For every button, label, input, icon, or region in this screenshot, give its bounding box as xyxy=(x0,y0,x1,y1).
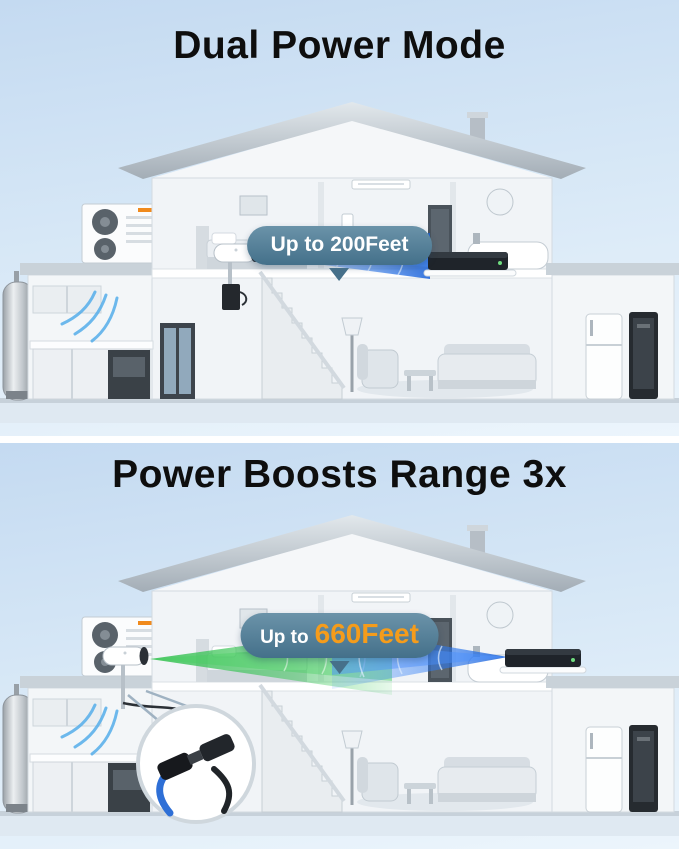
ceiling-vent xyxy=(351,592,411,603)
wall-art xyxy=(239,195,268,216)
scene: Up to 200Feet xyxy=(0,86,679,436)
down-arrow-icon xyxy=(329,268,350,291)
hvac-outdoor-unit xyxy=(81,203,161,264)
coffee-table xyxy=(404,370,436,391)
range-badge-value: 200Feet xyxy=(330,233,409,256)
panel-title: Dual Power Mode xyxy=(173,24,506,67)
ground xyxy=(0,398,679,423)
airflow-arrows xyxy=(60,290,119,343)
armchair xyxy=(357,757,399,802)
scene: Up to 660Feet xyxy=(0,499,679,849)
lower-floor xyxy=(29,270,658,400)
roof xyxy=(118,515,586,592)
power-adapter xyxy=(222,284,240,310)
right-extension-interior xyxy=(585,312,658,400)
living-room xyxy=(341,730,537,811)
panel-power-boosts-range: Power Boosts Range 3x xyxy=(0,443,679,849)
panel-title: Power Boosts Range 3x xyxy=(112,453,567,496)
power-cable xyxy=(211,766,233,814)
staircase xyxy=(258,683,346,813)
sofa xyxy=(437,344,537,389)
security-camera-icon xyxy=(213,243,260,310)
roof xyxy=(118,102,586,179)
staircase xyxy=(258,270,346,400)
airflow-arrows xyxy=(60,703,119,756)
ground xyxy=(0,811,679,836)
beverage-cooler xyxy=(629,312,658,399)
floor-lamp xyxy=(341,730,363,805)
cable-connection-inset xyxy=(127,689,256,824)
refrigerator xyxy=(585,726,623,813)
power-socket xyxy=(199,734,235,762)
nvr-receiver-icon xyxy=(499,649,587,674)
refrigerator xyxy=(585,313,623,400)
range-badge: Up to 200Feet xyxy=(246,226,433,281)
armchair xyxy=(357,344,399,389)
range-badge-prefix: Up to xyxy=(270,233,325,256)
power-plug xyxy=(157,752,193,780)
panel-dual-power-mode: Dual Power Mode xyxy=(0,0,679,436)
right-extension-interior xyxy=(585,725,658,813)
down-arrow-icon xyxy=(329,661,350,684)
ceiling-vent xyxy=(351,179,411,190)
security-camera-icon xyxy=(102,646,195,715)
brand-mark xyxy=(138,621,152,625)
floor-lamp xyxy=(341,317,363,392)
panel-divider xyxy=(0,436,679,443)
coffee-table xyxy=(404,783,436,804)
beverage-cooler xyxy=(629,725,658,812)
water-heater-tank xyxy=(2,684,34,814)
mirror xyxy=(486,601,514,629)
sofa xyxy=(437,757,537,802)
brand-mark xyxy=(138,208,152,212)
house-illustration xyxy=(0,102,679,423)
range-badge-prefix: Up to xyxy=(260,627,309,648)
nvr-receiver-icon xyxy=(423,252,517,277)
lower-floor xyxy=(29,683,658,813)
range-badge: Up to 660Feet xyxy=(240,613,439,674)
mirror xyxy=(486,188,514,216)
entry-door xyxy=(160,323,195,399)
living-room xyxy=(341,317,537,398)
range-badge-value: 660Feet xyxy=(314,618,419,649)
